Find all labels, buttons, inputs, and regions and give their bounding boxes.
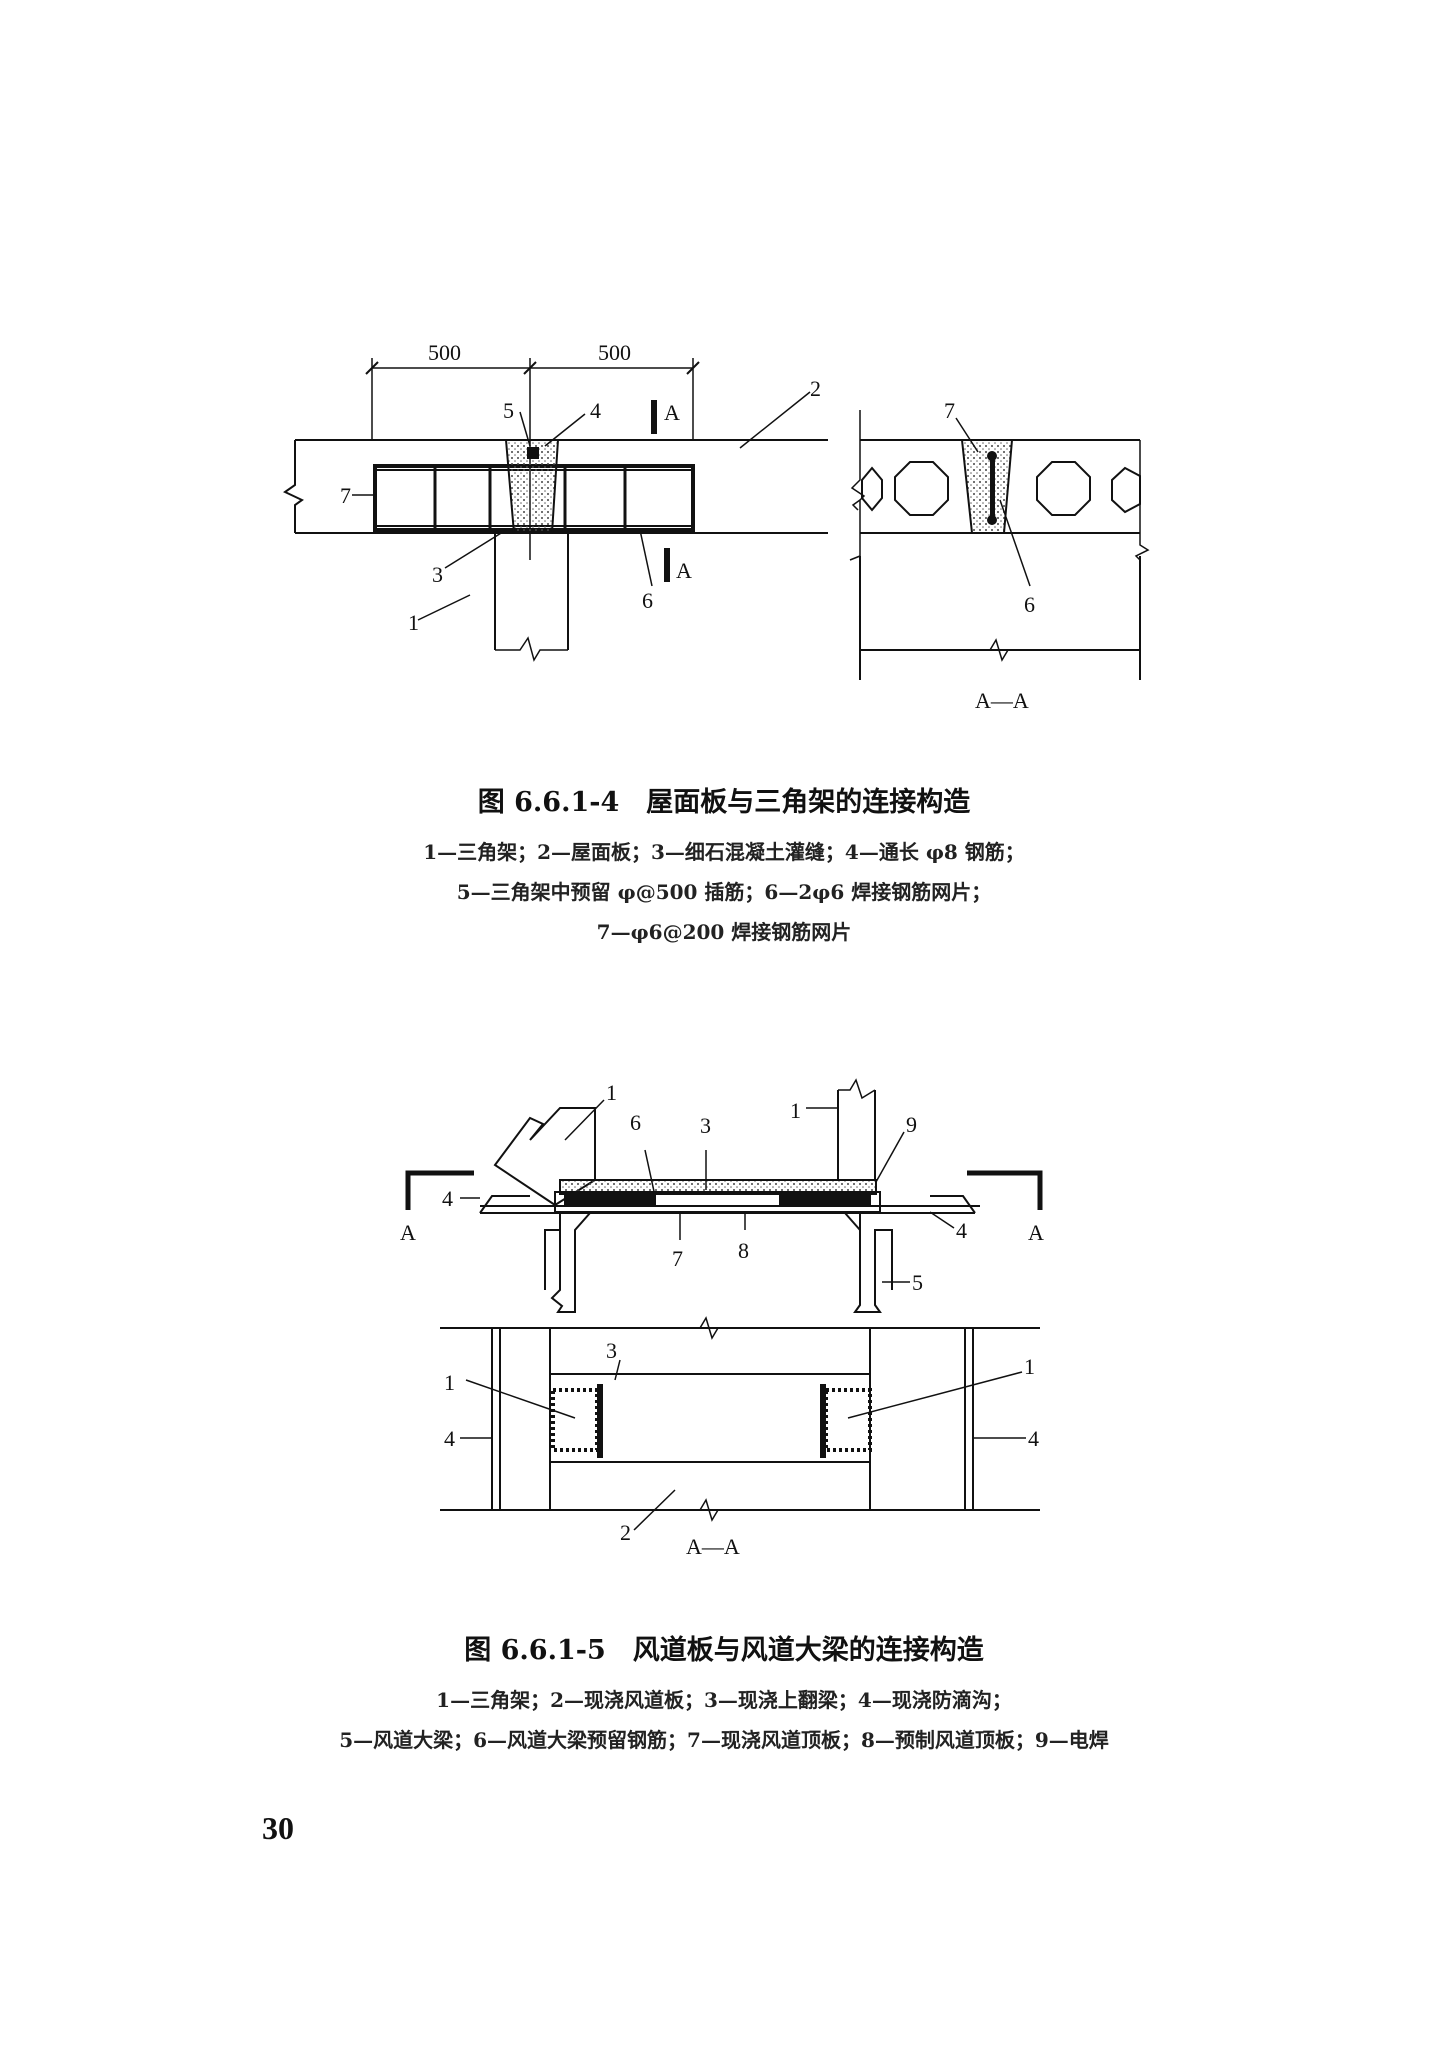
fig2-plan-callout-1a: 1 (444, 1370, 455, 1395)
fig2-callout-1b: 1 (790, 1098, 801, 1123)
fig2-plan-callout-3: 3 (606, 1338, 617, 1363)
callout-3: 3 (432, 562, 443, 587)
figure1-section (849, 410, 1150, 680)
figure2-legend-line: 5—风道大梁；6—风道大梁预留钢筋；7—现浇风道顶板；8—预制风道顶板；9—电焊 (339, 1728, 1109, 1752)
figure1-legend-line: 1—三角架；2—屋面板；3—细石混凝土灌缝；4—通长 φ8 钢筋； (423, 840, 1025, 864)
section-callout-6: 6 (1024, 592, 1035, 617)
figure2-plan (440, 1316, 1040, 1531)
dim-left-label: 500 (428, 340, 461, 365)
callout-2: 2 (810, 376, 821, 401)
section-title-1: A—A (975, 688, 1029, 713)
figure2-elevation (405, 1078, 1043, 1313)
section-callout-7: 7 (944, 398, 955, 423)
callout-7: 7 (340, 483, 351, 508)
callout-1: 1 (408, 610, 419, 635)
fig2-callout-9: 9 (906, 1112, 917, 1137)
figure2-caption: 图 6.6.1-5 风道板与风道大梁的连接构造 (464, 1635, 984, 1666)
fig2-plan-callout-1b: 1 (1024, 1354, 1035, 1379)
fig2-section-mark-right: A (1028, 1220, 1044, 1245)
dim-right-label: 500 (598, 340, 631, 365)
fig2-callout-4a: 4 (442, 1186, 453, 1211)
figure1-legend-line: 5—三角架中预留 φ@500 插筋；6—2φ6 焊接钢筋网片； (456, 880, 992, 904)
section-mark-bottom: A (676, 558, 692, 583)
fig2-callout-1a: 1 (606, 1080, 617, 1105)
fig2-plan-callout-2: 2 (620, 1520, 631, 1545)
fig2-plan-callout-4b: 4 (1028, 1426, 1039, 1451)
fig2-callout-7: 7 (672, 1246, 683, 1271)
callout-4: 4 (590, 398, 601, 423)
figure1-caption: 图 6.6.1-4 屋面板与三角架的连接构造 (477, 787, 971, 818)
fig2-plan-callout-4a: 4 (444, 1426, 455, 1451)
figure2-legend: 1—三角架；2—现浇风道板；3—现浇上翻梁；4—现浇防滴沟； 5—风道大梁；6—… (0, 1680, 1448, 1760)
section-title-2: A—A (686, 1534, 740, 1559)
fig2-callout-4b: 4 (956, 1218, 967, 1243)
fig2-callout-3: 3 (700, 1113, 711, 1138)
roof-slab (283, 439, 828, 534)
page-number: 30 (262, 1810, 294, 1846)
grout-joint (504, 439, 560, 534)
fig2-section-mark-left: A (400, 1220, 416, 1245)
triangular-frame (494, 533, 569, 662)
fig2-callout-5: 5 (912, 1270, 923, 1295)
callout-5: 5 (503, 398, 514, 423)
figure1-legend-line: 7—φ6@200 焊接钢筋网片 (596, 920, 852, 944)
section-mark-top: A (664, 400, 680, 425)
figure1-legend: 1—三角架；2—屋面板；3—细石混凝土灌缝；4—通长 φ8 钢筋； 5—三角架中… (0, 832, 1448, 952)
fig2-callout-8: 8 (738, 1238, 749, 1263)
fig2-callout-6: 6 (630, 1110, 641, 1135)
figure2-legend-line: 1—三角架；2—现浇风道板；3—现浇上翻梁；4—现浇防滴沟； (436, 1688, 1012, 1712)
callout-6: 6 (642, 588, 653, 613)
figure1-plan (283, 358, 828, 662)
